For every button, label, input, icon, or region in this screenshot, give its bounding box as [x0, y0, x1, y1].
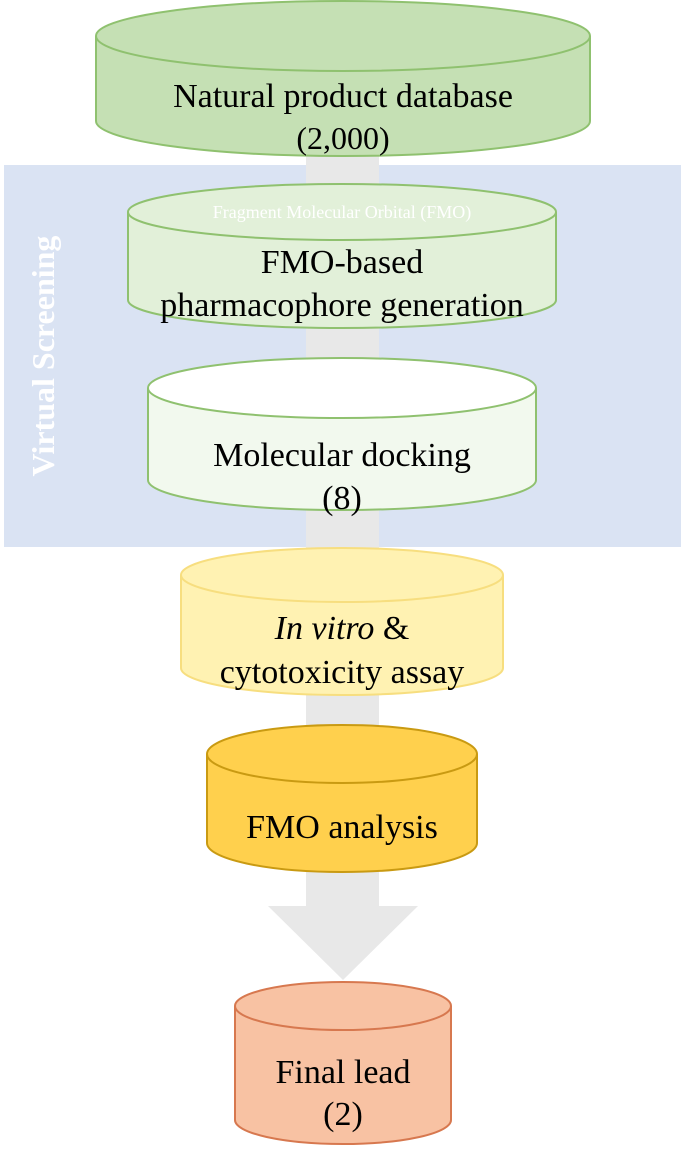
database-cylinder-body [96, 36, 590, 156]
vitro-cylinder-outline [180, 575, 504, 696]
fmo-label-line2: pharmacophore generation [160, 287, 523, 324]
analysis-cylinder-body [207, 754, 477, 872]
in-vitro-assay-cylinder: In vitro & cytotoxicity assay [180, 547, 504, 696]
vitro-label-ampersand: & [374, 610, 409, 647]
database-cylinder-top [95, 0, 591, 72]
fmo-cylinder-top [127, 183, 557, 241]
fmo-label-line1: FMO-based [261, 244, 423, 281]
docking-count: (8) [322, 480, 362, 517]
vitro-label-line1: In vitro & [274, 610, 410, 647]
lead-cylinder-top [234, 981, 452, 1031]
database-count: (2,000) [296, 120, 389, 156]
molecular-docking-cylinder: Molecular docking (8) [147, 357, 537, 517]
docking-cylinder-outline [147, 388, 537, 511]
database-cylinder-outline [95, 36, 591, 157]
fmo-top-label: Fragment Molecular Orbital (FMO) [213, 202, 471, 223]
vitro-label-line2: cytotoxicity assay [220, 654, 465, 691]
analysis-cylinder-outline [206, 754, 478, 873]
docking-label: Molecular docking [213, 437, 471, 474]
docking-cylinder-body [148, 388, 536, 510]
flow-arrow-head [268, 906, 418, 980]
fmo-cylinder-outline [127, 212, 557, 329]
lead-cylinder-outline [234, 1006, 452, 1145]
fmo-cylinder-body [128, 212, 556, 328]
fmo-analysis-cylinder: FMO analysis [206, 724, 478, 873]
fmo-pharmacophore-cylinder: Fragment Molecular Orbital (FMO) FMO-bas… [127, 183, 557, 329]
lead-count: (2) [323, 1096, 363, 1133]
final-lead-cylinder: Final lead (2) [234, 981, 452, 1145]
database-label: Natural product database [173, 78, 513, 115]
natural-product-database-cylinder: Natural product database (2,000) [95, 0, 591, 157]
lead-cylinder-body [235, 1006, 451, 1144]
vitro-cylinder-top [180, 547, 504, 603]
vitro-label-italic: In vitro [274, 610, 375, 647]
virtual-screening-label: Virtual Screening [25, 236, 61, 477]
vitro-cylinder-body [181, 575, 503, 695]
lead-label: Final lead [275, 1054, 410, 1091]
analysis-label: FMO analysis [246, 809, 438, 846]
analysis-cylinder-top [206, 724, 478, 784]
docking-cylinder-top [147, 357, 537, 419]
